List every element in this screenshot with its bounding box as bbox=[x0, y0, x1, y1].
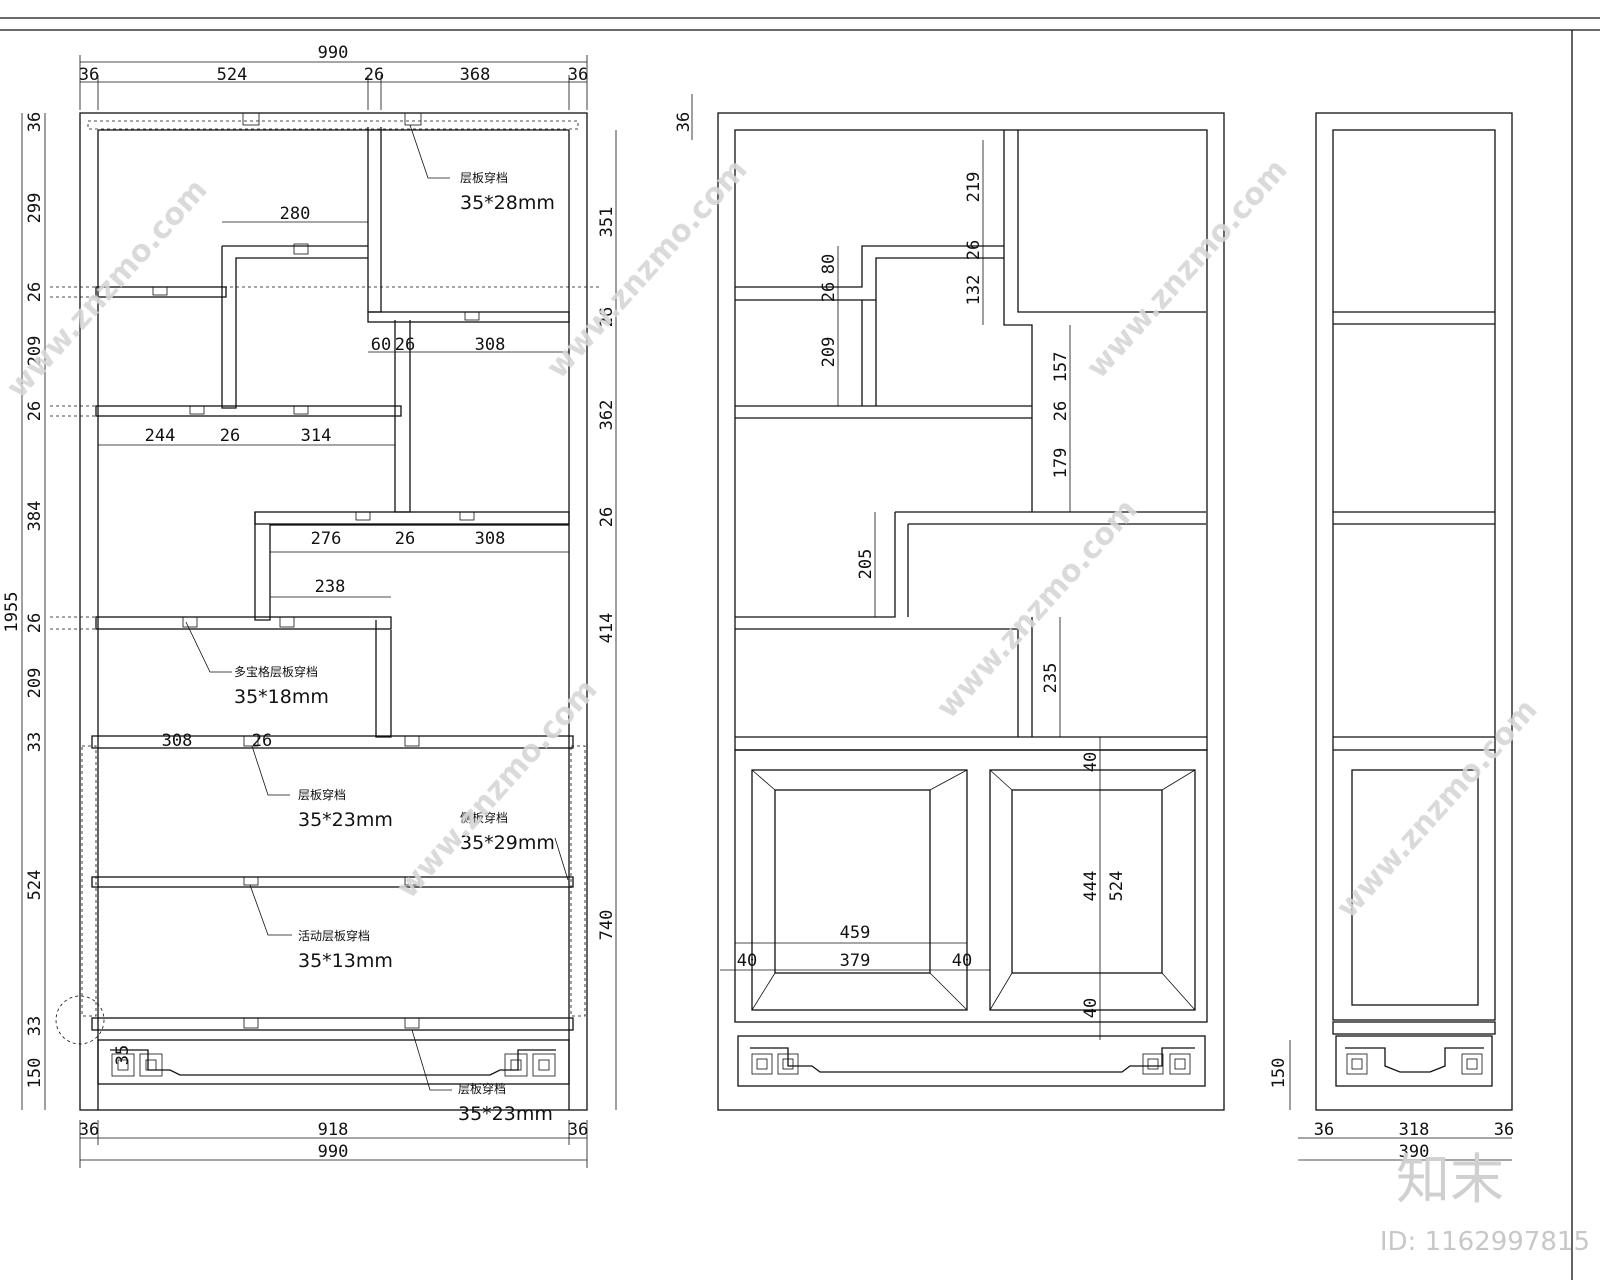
inner-dim-h: 276 bbox=[311, 529, 342, 549]
door-h-top: 40 bbox=[1081, 752, 1101, 772]
right-dim-1: 26 bbox=[597, 307, 617, 327]
front-top-d5: 36 bbox=[568, 65, 588, 85]
right-dim-0: 351 bbox=[597, 207, 617, 238]
note-5-size: 35*23mm bbox=[458, 1103, 553, 1125]
side-bottom-d2: 318 bbox=[1399, 1120, 1430, 1140]
inner-dim-a: 280 bbox=[280, 204, 311, 224]
inner-dim-n: 35 bbox=[113, 1045, 133, 1065]
left-dim-4: 26 bbox=[25, 401, 45, 421]
inner-dim-c: 26 bbox=[395, 335, 415, 355]
inner-dim-i: 26 bbox=[395, 529, 415, 549]
left-dim-8: 33 bbox=[25, 732, 45, 752]
note-4-size: 35*13mm bbox=[298, 950, 393, 972]
inner-dim-b: 60 bbox=[371, 335, 391, 355]
left-dim-3: 209 bbox=[25, 336, 45, 367]
front-bottom-d1: 36 bbox=[79, 1120, 99, 1140]
left-dim-10: 33 bbox=[25, 1016, 45, 1036]
note-5-label: 层板穿档 bbox=[458, 1081, 506, 1096]
left-dim-1: 299 bbox=[25, 193, 45, 224]
side-bottom-d3: 36 bbox=[1494, 1120, 1514, 1140]
front-notes: 层板穿档 35*28mm 多宝格层板穿档 35*18mm 层板穿档 35*23m… bbox=[234, 170, 555, 1125]
left-dim-2: 26 bbox=[25, 282, 45, 302]
elev-dim-0: 219 bbox=[964, 172, 984, 203]
front-view bbox=[50, 112, 600, 1111]
elev-dim-2: 132 bbox=[964, 275, 984, 306]
front-bottom-total: 990 bbox=[318, 1142, 349, 1162]
elev-top-dim: 36 bbox=[674, 112, 694, 132]
elevation-view bbox=[691, 94, 1225, 1111]
watermark-logo: 知末 bbox=[1396, 1148, 1504, 1211]
front-top-d1: 36 bbox=[79, 65, 99, 85]
left-dim-5: 384 bbox=[25, 501, 45, 532]
elev-dim-1: 26 bbox=[964, 240, 984, 260]
inner-dim-k: 238 bbox=[315, 577, 346, 597]
elev-dim-7: 26 bbox=[1051, 401, 1071, 421]
left-dim-7: 209 bbox=[25, 668, 45, 699]
watermarks: www.znzmo.com www.znzmo.com www.znzmo.co… bbox=[0, 152, 1545, 925]
watermark-text: www.znzmo.com bbox=[1080, 152, 1295, 385]
elev-dim-8: 179 bbox=[1051, 448, 1071, 479]
front-dimension-text: 990 36 524 26 368 36 36 918 36 990 36 29… bbox=[2, 43, 617, 1162]
watermark-text: www.znzmo.com bbox=[540, 152, 755, 385]
door-w-right: 40 bbox=[952, 951, 972, 971]
right-dim-3: 26 bbox=[597, 507, 617, 527]
right-dim-5: 740 bbox=[597, 910, 617, 941]
front-top-total: 990 bbox=[318, 43, 349, 63]
front-bottom-d3: 36 bbox=[568, 1120, 588, 1140]
front-dimension-lines bbox=[21, 55, 617, 1168]
elev-dim-4: 80 bbox=[819, 254, 839, 274]
elev-dim-10: 235 bbox=[1041, 663, 1061, 694]
watermark-text: www.znzmo.com bbox=[390, 672, 605, 905]
side-bottom-d1: 36 bbox=[1314, 1120, 1334, 1140]
elev-dim-6: 157 bbox=[1051, 352, 1071, 383]
door-h-bottom: 40 bbox=[1081, 998, 1101, 1018]
note-0-size: 35*28mm bbox=[460, 192, 555, 214]
right-dim-4: 414 bbox=[597, 613, 617, 644]
inner-dim-m: 26 bbox=[252, 731, 272, 751]
watermark-id: ID: 1162997815 bbox=[1380, 1227, 1590, 1257]
watermark-text: www.znzmo.com bbox=[930, 492, 1145, 725]
left-dim-0: 36 bbox=[25, 112, 45, 132]
inner-dim-l: 308 bbox=[162, 731, 193, 751]
front-top-d2: 524 bbox=[217, 65, 248, 85]
inner-dim-f: 26 bbox=[220, 426, 240, 446]
elevation-dimension-text: 36 219 26 132 26 80 209 157 26 179 205 2… bbox=[674, 112, 1127, 1018]
elev-dim-9: 205 bbox=[856, 549, 876, 580]
note-2-label: 层板穿档 bbox=[298, 787, 346, 802]
elev-dim-5: 209 bbox=[819, 337, 839, 368]
front-top-d3: 26 bbox=[364, 65, 384, 85]
note-1-label: 多宝格层板穿档 bbox=[234, 664, 318, 679]
left-dim-9: 524 bbox=[25, 870, 45, 901]
inner-dim-g: 314 bbox=[301, 426, 332, 446]
side-view bbox=[1289, 112, 1513, 1161]
inner-dim-j: 308 bbox=[475, 529, 506, 549]
note-3-size: 35*29mm bbox=[460, 832, 555, 854]
door-w-mid: 379 bbox=[840, 951, 871, 971]
note-0-label: 层板穿档 bbox=[460, 170, 508, 185]
left-dim-total: 1955 bbox=[2, 592, 22, 633]
right-dim-2: 362 bbox=[597, 400, 617, 431]
side-dimension-text: 150 36 318 36 390 bbox=[1269, 1058, 1514, 1162]
elev-dim-3: 26 bbox=[819, 282, 839, 302]
note-3-label: 侧板穿档 bbox=[460, 810, 508, 825]
door-w-left: 40 bbox=[737, 951, 757, 971]
note-1-size: 35*18mm bbox=[234, 686, 329, 708]
note-4-label: 活动层板穿档 bbox=[298, 928, 370, 943]
inner-dim-e: 244 bbox=[145, 426, 176, 446]
left-dim-6: 26 bbox=[25, 613, 45, 633]
door-h-total: 524 bbox=[1107, 871, 1127, 902]
note-2-size: 35*23mm bbox=[298, 809, 393, 831]
front-top-d4: 368 bbox=[460, 65, 491, 85]
side-bottom-total: 390 bbox=[1399, 1142, 1430, 1162]
door-w-total: 459 bbox=[840, 923, 871, 943]
side-height: 150 bbox=[1269, 1058, 1289, 1089]
door-h-inner: 444 bbox=[1081, 871, 1101, 902]
left-dim-11: 150 bbox=[25, 1058, 45, 1089]
inner-dim-d: 308 bbox=[475, 335, 506, 355]
front-bottom-d2: 918 bbox=[318, 1120, 349, 1140]
